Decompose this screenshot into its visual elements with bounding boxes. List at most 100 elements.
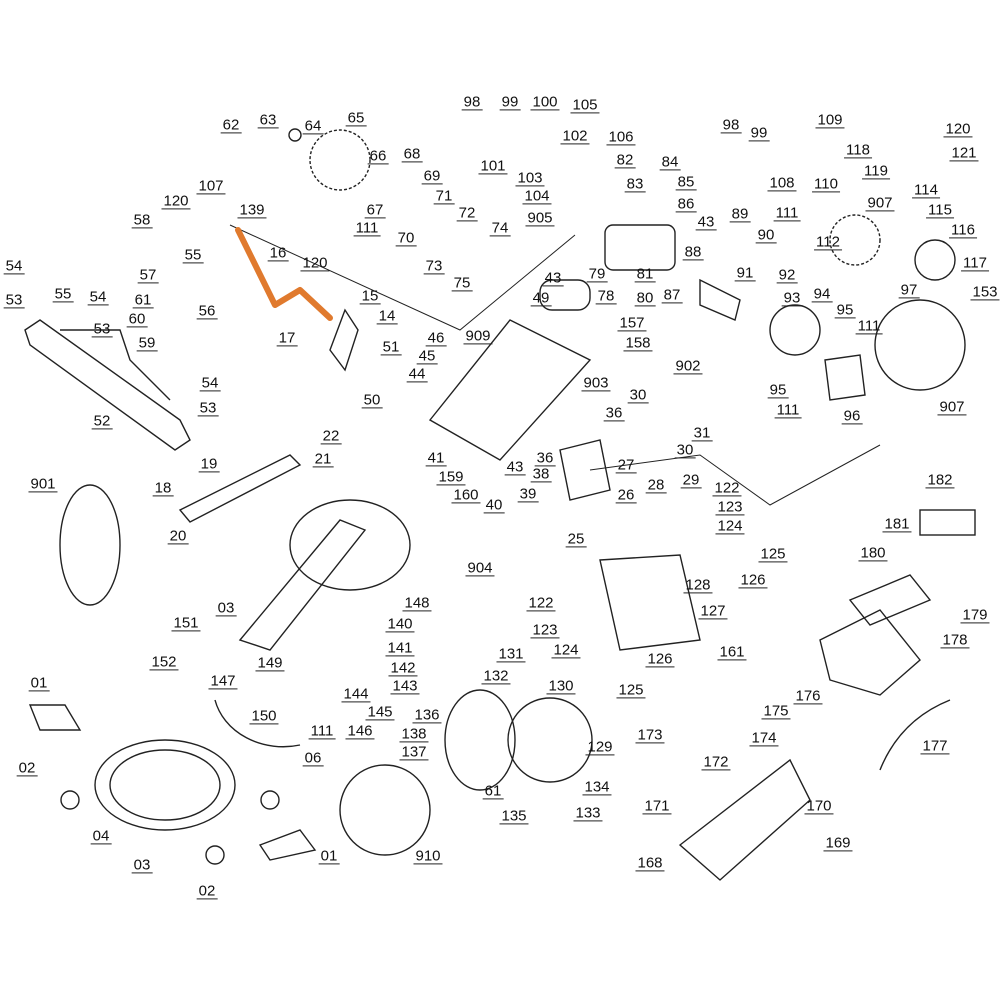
part-number-label: 125 [616,681,646,699]
part-number-label: 137 [399,743,429,761]
part-number-label: 60 [126,310,148,328]
part-number-label: 83 [624,175,646,193]
part-number-label: 73 [423,257,445,275]
fence-part [60,329,171,401]
part-number-label: 79 [586,265,608,283]
power-cord [879,699,951,771]
clamp-arc [214,699,301,748]
part-number-label: 141 [385,639,415,657]
fan [769,304,821,356]
part-number-label: 46 [425,329,447,347]
part-number-label: 151 [171,614,201,632]
part-number-label: 901 [28,475,58,493]
part-number-label: 68 [401,145,423,163]
part-number-label: 54 [3,257,25,275]
part-number-label: 18 [152,479,174,497]
part-number-label: 121 [949,144,979,162]
part-number-label: 92 [776,266,798,284]
blade-guard-cover [444,689,516,791]
part-number-label: 168 [635,854,665,872]
part-number-label: 57 [137,266,159,284]
part-number-label: 61 [132,291,154,309]
part-number-label: 98 [461,93,483,111]
part-number-label: 905 [525,209,555,227]
part-number-label: 123 [530,621,560,639]
part-number-label: 147 [208,672,238,690]
part-number-label: 93 [781,289,803,307]
blade-guard [874,299,966,391]
part-number-label: 36 [603,404,625,422]
part-number-label: 145 [365,703,395,721]
part-number-label: 111 [774,401,802,419]
part-number-label: 70 [395,229,417,247]
fence-part [24,319,191,451]
part-number-label: 100 [530,93,560,111]
part-number-label: 15 [359,287,381,305]
part-number-label: 112 [814,233,842,251]
part-number-label: 122 [526,594,556,612]
part-number-label: 103 [515,169,545,187]
part-number-label: 170 [804,797,834,815]
part-number-label: 54 [199,374,221,392]
part-number-label: 182 [925,471,955,489]
part-number-label: 28 [645,476,667,494]
part-number-label: 03 [131,856,153,874]
part-number-label: 86 [675,195,697,213]
part-number-label: 132 [481,667,511,685]
part-number-label: 139 [237,201,267,219]
arm-part [238,519,367,651]
part-number-label: 21 [312,450,334,468]
part-number-label: 116 [949,221,977,239]
part-number-label: 29 [680,471,702,489]
part-number-label: 78 [595,287,617,305]
part-number-label: 180 [858,544,888,562]
part-number-label: 177 [920,737,950,755]
part-number-label: 62 [220,116,242,134]
part-number-label: 146 [345,722,375,740]
part-number-label: 40 [483,496,505,514]
part-number-label: 55 [52,285,74,303]
part-number-label: 115 [926,201,954,219]
part-number-label: 105 [570,96,600,114]
part-number-label: 80 [634,289,656,307]
part-number-label: 175 [761,702,791,720]
part-number-label: 169 [823,834,853,852]
turntable-disc [289,499,411,591]
part-number-label: 107 [196,177,226,195]
part-number-label: 88 [682,243,704,261]
part-number-label: 03 [215,599,237,617]
part-number-label: 133 [573,804,603,822]
part-group-910 [339,764,431,856]
part-number-label: 120 [943,120,973,138]
part-number-label: 157 [617,314,647,332]
part-number-label: 131 [496,645,526,663]
part-number-label: 25 [565,530,587,548]
part-number-label: 30 [627,386,649,404]
part-number-label: 30 [674,441,696,459]
part-number-label: 45 [416,347,438,365]
part-number-label: 81 [634,265,656,283]
part-number-label: 19 [198,455,220,473]
part-number-label: 02 [16,759,38,777]
part-number-label: 125 [758,545,788,563]
part-number-label: 41 [425,449,447,467]
part-number-label: 58 [131,211,153,229]
base-table [94,739,236,831]
part-number-label: 39 [517,485,539,503]
part-number-label: 43 [504,458,526,476]
part-number-label: 120 [300,254,330,272]
part-number-label: 14 [376,307,398,325]
saw-blade [309,129,371,191]
part-number-label: 01 [318,847,340,865]
part-number-label: 72 [456,204,478,222]
part-number-label: 160 [451,486,481,504]
part-number-label: 108 [767,174,797,192]
part-number-label: 43 [542,269,564,287]
part-number-label: 01 [28,674,50,692]
part-number-label: 123 [715,498,745,516]
part-number-label: 120 [161,192,191,210]
highlighted-part-16 [235,227,333,321]
part-number-label: 172 [701,753,731,771]
part-number-label: 129 [585,738,615,756]
